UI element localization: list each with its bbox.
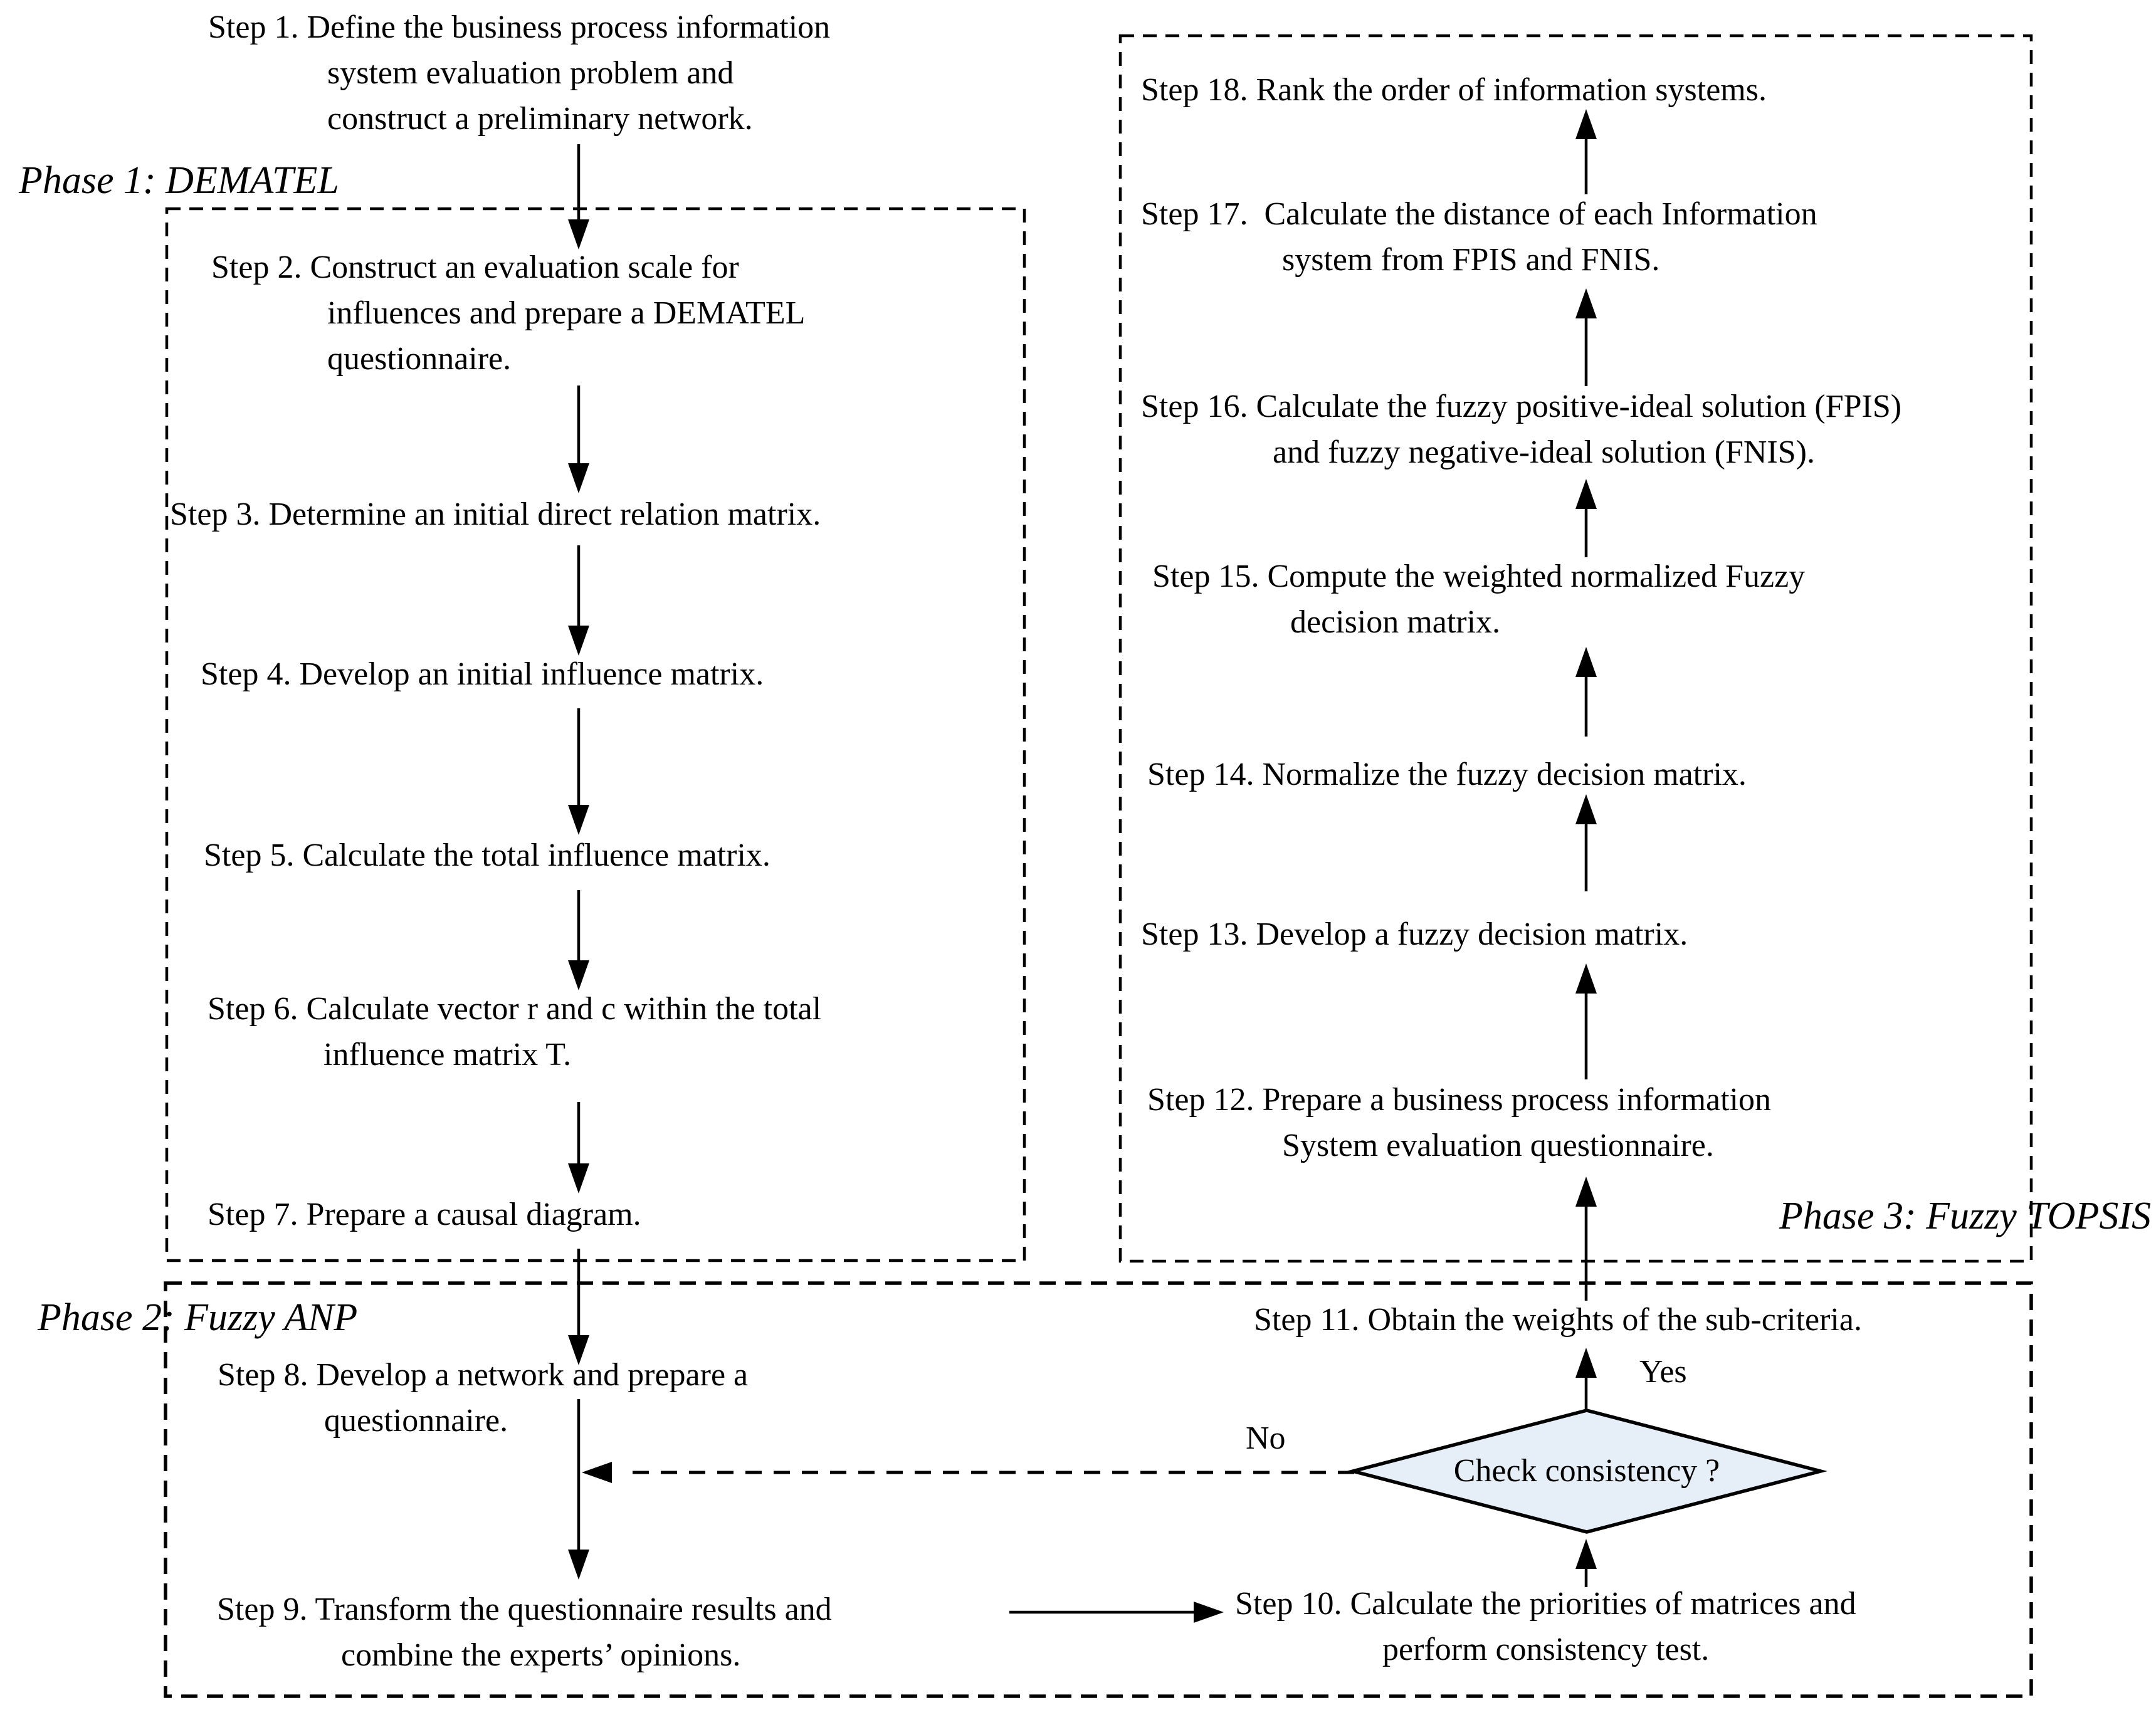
phase3-box bbox=[1118, 34, 2033, 1263]
step-9-text: Step 9. Transform the questionnaire resu… bbox=[217, 1592, 832, 1673]
arrow-step15-to-step16 bbox=[1575, 479, 1597, 557]
phase-2-label: Phase 2: Fuzzy ANP bbox=[38, 1296, 358, 1339]
step-16-text: Step 16. Calculate the fuzzy positive-id… bbox=[1141, 389, 1902, 470]
arrow-step10-to-decision bbox=[1575, 1539, 1597, 1587]
arrow-step9-to-step10 bbox=[1009, 1602, 1224, 1623]
step-13-text: Step 13. Develop a fuzzy decision matrix… bbox=[1141, 916, 1688, 952]
arrow-step2-to-step3 bbox=[568, 386, 589, 493]
decision-label: Check consistency ? bbox=[1453, 1453, 1720, 1489]
arrow-step12-to-step13 bbox=[1575, 963, 1597, 1079]
step-5-text: Step 5. Calculate the total influence ma… bbox=[204, 837, 770, 873]
step-4-text: Step 4. Develop an initial influence mat… bbox=[201, 656, 764, 692]
arrow-step17-to-step18 bbox=[1575, 109, 1597, 194]
arrow-step6-to-step7 bbox=[568, 1102, 589, 1193]
arrow-step3-to-step4 bbox=[568, 545, 589, 656]
arrow-step11-to-step12 bbox=[1575, 1177, 1597, 1301]
arrow-step13-to-step14 bbox=[1575, 794, 1597, 891]
step-12-text: Step 12. Prepare a business process info… bbox=[1147, 1082, 1772, 1163]
step-8-text: Step 8. Develop a network and prepare a … bbox=[218, 1357, 749, 1439]
arrow-step8-to-step9 bbox=[568, 1399, 589, 1580]
arrow-step5-to-step6 bbox=[568, 890, 589, 990]
yes-branch-label: Yes bbox=[1639, 1354, 1687, 1390]
no-branch-label: No bbox=[1246, 1420, 1286, 1456]
arrow-step4-to-step5 bbox=[568, 708, 589, 835]
arrow-step1-to-step2 bbox=[568, 144, 589, 249]
step-11-text: Step 11. Obtain the weights of the sub-c… bbox=[1254, 1302, 1862, 1338]
arrow-step14-to-step15 bbox=[1575, 647, 1597, 737]
phase-1-label: Phase 1: DEMATEL bbox=[19, 159, 339, 202]
step-6-text: Step 6. Calculate vector r and c within … bbox=[208, 991, 822, 1073]
phase1-box bbox=[165, 207, 1026, 1262]
phase-3-label: Phase 3: Fuzzy TOPSIS bbox=[1779, 1195, 2151, 1237]
step-1-text: Step 1. Define the business process info… bbox=[208, 9, 831, 137]
arrow-step16-to-step17 bbox=[1575, 288, 1597, 386]
arrow-no-dashed bbox=[582, 1462, 1354, 1483]
step-17-text: Step 17. Calculate the distance of each … bbox=[1141, 196, 1817, 278]
step-10-text: Step 10. Calculate the priorities of mat… bbox=[1235, 1586, 1856, 1667]
decision-diamond bbox=[1346, 1408, 1827, 1534]
step-14-text: Step 14. Normalize the fuzzy decision ma… bbox=[1147, 757, 1747, 792]
step-2-text: Step 2. Construct an evaluation scale fo… bbox=[211, 249, 806, 377]
phase2-box bbox=[164, 1281, 2033, 1698]
arrow-step7-to-step8 bbox=[568, 1249, 589, 1365]
step-15-text: Step 15. Compute the weighted normalized… bbox=[1152, 559, 1806, 640]
arrow-decision-to-step11 bbox=[1575, 1348, 1597, 1409]
step-3-text: Step 3. Determine an initial direct rela… bbox=[170, 496, 821, 532]
step-7-text: Step 7. Prepare a causal diagram. bbox=[208, 1197, 641, 1232]
step-18-text: Step 18. Rank the order of information s… bbox=[1141, 72, 1767, 108]
